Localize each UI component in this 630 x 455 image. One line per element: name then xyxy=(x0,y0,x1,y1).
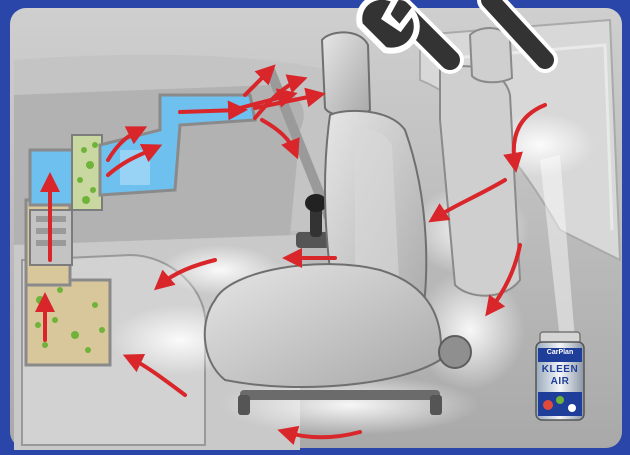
can-name-line2: AIR xyxy=(538,376,582,387)
rear-seat xyxy=(440,66,520,296)
can-brand-label: CarPlan xyxy=(540,349,580,356)
airflow-arrow-icon xyxy=(180,110,240,112)
can-name-line1: KLEEN xyxy=(538,364,582,375)
